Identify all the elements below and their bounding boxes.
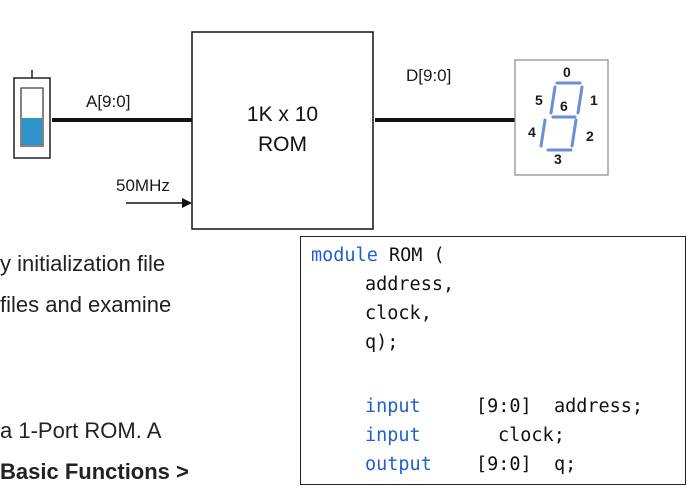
code-keyword-input-2: input bbox=[365, 425, 421, 446]
segment-label-5: 5 bbox=[535, 92, 543, 108]
clock-arrow bbox=[126, 198, 192, 208]
seven-segment-display-icon bbox=[514, 59, 609, 176]
rom-label-line2: ROM bbox=[258, 133, 307, 156]
segment-label-1: 1 bbox=[590, 92, 598, 108]
code-keyword-input-1: input bbox=[365, 396, 421, 417]
rom-label-line1: 1K x 10 bbox=[246, 103, 319, 126]
code-line-2: address, bbox=[365, 274, 455, 295]
code-line-8: [9:0] q; bbox=[476, 454, 577, 475]
rom-label: 1K x 10 ROM bbox=[192, 100, 373, 160]
body-text-line-4: Basic Functions > bbox=[0, 459, 189, 484]
segment-label-3: 3 bbox=[554, 151, 562, 167]
code-line-7: clock; bbox=[498, 425, 565, 446]
rom-block bbox=[191, 31, 374, 230]
code-keyword-module: module bbox=[311, 245, 378, 266]
code-module-name: ROM ( bbox=[377, 245, 445, 266]
code-line-1: module ROM ( bbox=[311, 241, 445, 270]
segment-label-2: 2 bbox=[586, 128, 594, 144]
address-bus-label: A[9:0] bbox=[86, 92, 131, 111]
code-line-3: clock, bbox=[365, 303, 432, 324]
segment-label-6: 6 bbox=[560, 98, 568, 114]
segment-label-4: 4 bbox=[528, 124, 536, 140]
code-line-4: q); bbox=[365, 332, 399, 353]
segment-label-0: 0 bbox=[563, 64, 571, 80]
circuit-diagram bbox=[13, 31, 609, 230]
body-text-line-3: a 1-Port ROM. A bbox=[0, 418, 162, 443]
clock-label: 50MHz bbox=[116, 176, 170, 195]
body-text-line-1: y initialization file bbox=[0, 251, 166, 276]
code-keyword-output: output bbox=[365, 454, 432, 475]
code-line-6: [9:0] address; bbox=[476, 396, 644, 417]
body-text-line-2: files and examine bbox=[0, 292, 172, 317]
slide-switch-icon bbox=[13, 70, 51, 159]
data-bus-label: D[9:0] bbox=[406, 66, 452, 85]
code-box: module ROM ( address, clock, q); input [… bbox=[300, 236, 686, 485]
